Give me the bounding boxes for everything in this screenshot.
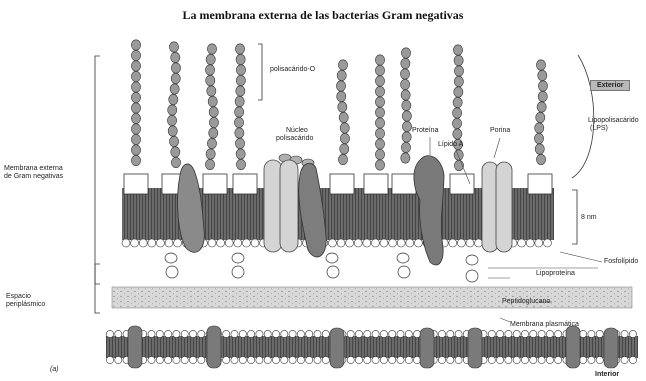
protein-label: Proteína [412,127,438,135]
periplasm-label-2: periplásmico [6,301,45,309]
plasma-membrane-label: Membrana plasmática [510,321,579,329]
thickness-label: 8 nm [581,214,597,222]
lipoprotein-label: Lipoproteína [536,270,575,278]
core-polysaccharide-label-1: Núcleo [286,127,308,135]
periplasm-label-1: Espacio [6,293,31,301]
core-polysaccharide-label-2: polisacárido [276,135,313,143]
lps-label-1: Lipopolisacárido [588,117,639,125]
interior-label: Interior [595,371,619,379]
diagram-title: La membrana externa de las bacterias Gra… [0,8,646,23]
outer-membrane-label-2: de Gram negativas [4,173,63,181]
peptidoglycan-layer [112,287,632,308]
exterior-label: Exterior [590,80,630,91]
porin-label: Porina [490,127,510,135]
o-polysaccharide-chains [131,40,547,171]
plasma-membrane [106,326,638,368]
peptidoglycan-label: Peptidoglucano [502,298,550,306]
panel-label: (a) [50,366,59,374]
outer-membrane-label-1: Membrana externa [4,165,63,173]
phospholipid-label: Fosfolípido [604,258,638,266]
o-polysaccharide-label: polisacárido-O [270,66,315,74]
lps-label-2: (LPS) [590,125,608,133]
lipid-a-label: Lípido A [438,141,463,149]
